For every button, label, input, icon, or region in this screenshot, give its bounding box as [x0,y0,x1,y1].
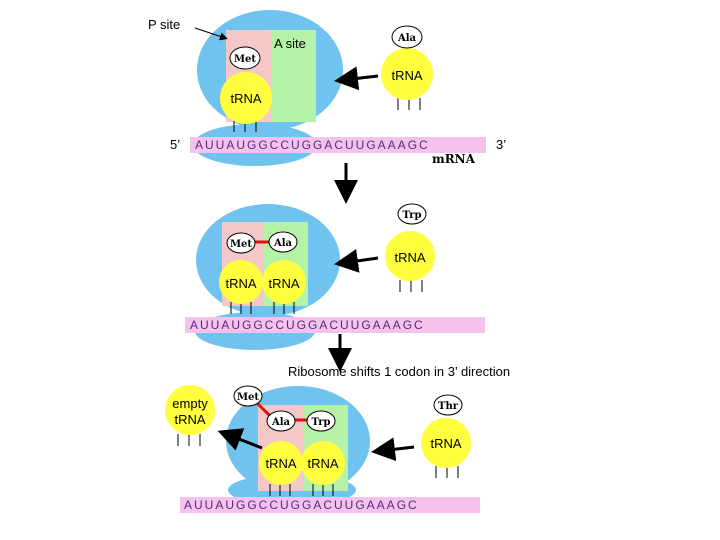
empty-label-line2: tRNA [174,412,205,427]
amino-acid-ala: Ala [397,33,417,44]
p-site-pointer [194,27,228,41]
shift-caption: Ribosome shifts 1 codon in 3’ direction [288,364,510,379]
empty-trna: empty tRNA [165,385,215,446]
mrna-strip-2 [185,317,485,333]
trna-label: tRNA [230,91,261,106]
trna-label: tRNA [225,276,256,291]
stage-3: tRNA tRNA Met Ala Trp tRNA Thr [165,385,480,513]
trna-ala-3: tRNA [259,441,303,496]
peptide-bond-2 [254,400,272,418]
trna-label: tRNA [394,250,425,265]
stage-1: tRNA Met tRNA Ala P site A site 5’ AUUAU… [148,10,506,166]
amino-acid-met: Met [230,239,252,250]
trna-met-1: tRNA Met [220,46,272,132]
entry-arrow-2 [334,248,379,273]
trna-label: tRNA [391,68,422,83]
amino-acid-met: Met [234,54,256,65]
trna-met-2: tRNA [219,260,263,314]
mrna-sequence-3: AUUAUGGCCUGGACUUGAAAGC [184,498,419,512]
amino-acid-trp: Trp [403,210,422,221]
amino-acid-met: Met [237,392,259,403]
a-site-label: A site [274,36,306,51]
amino-acid-trp: Trp [312,417,331,428]
amino-acid-thr: Thr [438,401,459,412]
p-site-label: P site [148,17,180,32]
trna-trp-incoming: tRNA Trp [385,203,435,292]
mrna-sequence-2: AUUAUGGCCUGGACUUGAAAGC [190,318,425,332]
trna-ala-2: tRNA [262,260,306,314]
trna-label: tRNA [265,456,296,471]
mrna-sequence-1: AUUAUGGCCUGGACUUGAAAGC [195,138,430,152]
amino-acid-ala: Ala [271,417,291,428]
mrna-label: mRNA [432,152,476,166]
empty-label-line1: empty [172,396,208,411]
three-prime-label: 3’ [496,137,506,152]
mrna-strip-1 [190,137,486,153]
five-prime-label: 5’ [170,137,180,152]
entry-arrow-1 [334,66,379,91]
amino-acid-ala: Ala [273,238,293,249]
trna-trp-3: tRNA [301,441,345,496]
trna-label: tRNA [268,276,299,291]
trna-label: tRNA [307,456,338,471]
a-site-region-1 [271,30,316,122]
trna-label: tRNA [430,436,461,451]
trna-ala-incoming: tRNA Ala [381,25,433,110]
stage-2: tRNA tRNA Met Ala tRNA Trp AUUAUGGCCUGGA… [185,203,485,350]
mrna-strip-3 [180,497,480,513]
entry-arrow-3 [371,437,415,462]
exit-arrow [217,428,263,451]
trna-thr-incoming: tRNA Thr [421,394,471,478]
